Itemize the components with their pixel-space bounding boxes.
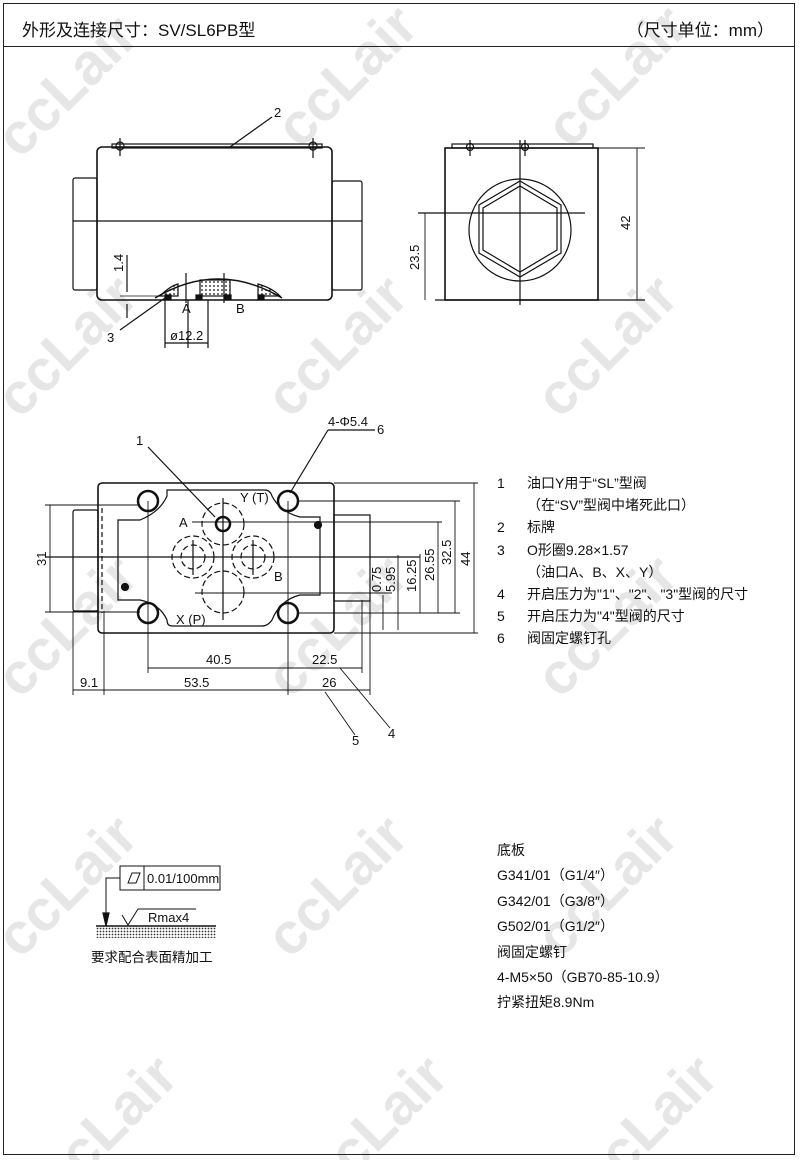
dim-16-25: 16.25	[404, 559, 419, 592]
dim-26: 26	[322, 675, 336, 690]
note-number	[497, 494, 527, 516]
note-text: 油口Y用于“SL”型阀	[527, 475, 647, 491]
note-item: （油口A、B、X、Y）	[497, 561, 748, 583]
note-item: 3 O形圈9.28×1.57	[497, 539, 748, 561]
port-x-label: X (P)	[176, 612, 206, 627]
dim-44: 44	[458, 552, 473, 566]
dim-1-4: 1.4	[111, 254, 126, 272]
flatness-icon	[127, 872, 141, 884]
callout-3: 3	[107, 330, 114, 345]
dim-53-5: 53.5	[184, 675, 209, 690]
holes-spec: 4-Φ5.4	[328, 414, 368, 429]
screw-icon	[115, 138, 125, 156]
note-text: 开启压力为"4"型阀的尺寸	[527, 608, 685, 625]
subplate-line: G502/01（G1/2″）	[497, 918, 615, 935]
note-text: 开启压力为"1"、"2"、"3"型阀的尺寸	[527, 586, 749, 603]
note-text: （在“SV”型阀中堵死此口）	[527, 497, 695, 514]
note-item: （在“SV”型阀中堵死此口）	[497, 494, 748, 516]
note-text: 标牌	[527, 519, 555, 536]
dim-23-5: 23.5	[407, 245, 422, 270]
callout-6: 6	[377, 422, 384, 437]
subplate-line: G341/01（G1/4″）	[497, 867, 615, 884]
note-item: 1 油口Y用于“SL”型阀	[497, 472, 748, 494]
note-number: 1	[497, 475, 505, 491]
callout-1: 1	[136, 433, 143, 448]
dim-40-5: 40.5	[206, 652, 231, 667]
note-item: 6 阀固定螺钉孔	[497, 627, 748, 649]
screw-icon	[308, 138, 318, 158]
front-view: 23.5 42	[407, 140, 645, 305]
unit-label: （尺寸单位：mm）	[626, 21, 774, 40]
dim-0-75: 0.75	[369, 567, 384, 592]
subplate-line: 底板	[497, 842, 525, 858]
dim-5-95: 5.95	[383, 567, 398, 592]
subplate-line: G342/01（G3/8″）	[497, 892, 615, 909]
subplate-line: 拧紧扭矩8.9Nm	[497, 994, 595, 1011]
header: 外形及连接尺寸：SV/SL6PB型 （尺寸单位：mm）	[3, 3, 795, 47]
note-text: 阀固定螺钉孔	[527, 630, 611, 647]
note-number: 6	[497, 630, 505, 647]
subplate-line: 4-M5×50（GB70-85-10.9）	[497, 969, 669, 986]
note-text: O形圈9.28×1.57	[527, 541, 629, 558]
port-b-label: B	[236, 301, 245, 316]
flatness-value: 0.01/100mm	[147, 871, 219, 886]
port-a-label: A	[182, 301, 191, 316]
drawing-title: 外形及连接尺寸：SV/SL6PB型	[22, 21, 256, 40]
note-number: 4	[497, 586, 505, 603]
callout-2: 2	[274, 105, 281, 120]
subplate-info: 底板 G341/01（G1/4″） G342/01（G3/8″） G502/01（G1…	[497, 838, 669, 1016]
dim-d12-2: ø12.2	[170, 328, 203, 343]
surface-finish-symbol: 0.01/100mm Rmax4	[96, 865, 221, 938]
dim-9-1: 9.1	[80, 675, 98, 690]
note-item: 5 开启压力为"4"型阀的尺寸	[497, 605, 748, 627]
port-a-label: A	[179, 515, 188, 530]
port-b-label: B	[274, 569, 283, 584]
side-view: 2 A B 1.4 3 ø12.2	[72, 105, 363, 348]
parts-list: 1 油口Y用于“SL”型阀 （在“SV”型阀中堵死此口） 2 标牌 3 O形圈9.28×1.…	[497, 472, 748, 650]
note-number: 3	[497, 541, 505, 558]
note-number: 5	[497, 608, 505, 625]
surface-caption: 要求配合表面精加工	[91, 950, 213, 965]
note-number	[497, 561, 527, 583]
note-item: 2 标牌	[497, 516, 748, 538]
bottom-view: Y (T) A B X (P) 1 4-Φ5.4 6 31 44 32.5 26…	[34, 414, 478, 748]
subplate-line: 阀固定螺钉	[497, 943, 567, 960]
callout-5: 5	[352, 733, 359, 748]
note-item: 4 开启压力为"1"、"2"、"3"型阀的尺寸	[497, 583, 748, 605]
callout-4: 4	[388, 726, 395, 741]
dim-31: 31	[34, 552, 49, 566]
note-number: 2	[497, 519, 505, 536]
note-text: （油口A、B、X、Y）	[527, 563, 663, 580]
roughness-value: Rmax4	[148, 910, 189, 925]
dim-26-55: 26.55	[422, 548, 437, 581]
dim-32-5: 32.5	[439, 540, 454, 565]
port-y-label: Y (T)	[240, 490, 269, 505]
dim-22-5: 22.5	[312, 652, 337, 667]
dim-42: 42	[618, 216, 633, 230]
